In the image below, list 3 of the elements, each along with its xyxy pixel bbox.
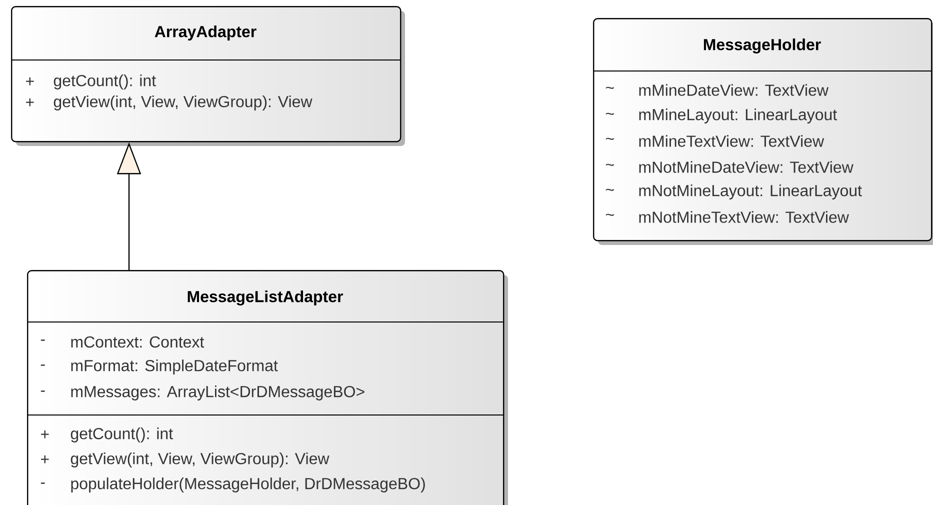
class-box: ArrayAdapter + getCount(): int + getView(int, View, ViewGroup): View xyxy=(10,6,405,146)
class-box: MessageListAdapter - mContext: Context - mFormat: SimpleDateFormat - mMessages: ArrayList<DrDMessageBO> + getCount(): int + getView(int, View, ViewGroup): View - populateHolder(MessageHolder, DrDMessageBO) xyxy=(26,270,508,505)
class-box: MessageHolder ~ mMineDateView: TextView ~ mMineLayout: LinearLayout ~ mMineTextView: TextView ~ mNotMineDateView: TextView ~ mNotMineLayout: LinearLayout ~ mNotMineTextView: TextView xyxy=(592,18,933,245)
